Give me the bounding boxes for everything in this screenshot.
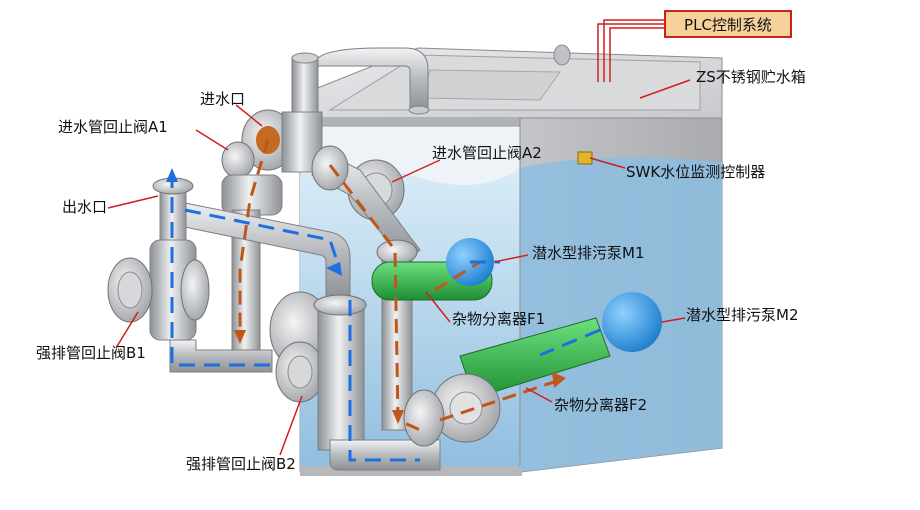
check-valve-a2 — [311, 145, 421, 431]
tank-label: ZS不锈钢贮水箱 — [696, 68, 806, 86]
level-sensor-icon — [577, 151, 593, 165]
inlet-pipe — [291, 47, 430, 119]
separator-f2-label: 杂物分离器F2 — [554, 396, 648, 414]
outlet-label: 出水口 — [62, 198, 108, 216]
check-valve-b2-label: 强排管回止阀B2 — [186, 455, 296, 473]
pump-m2-label: 潜水型排污泵M2 — [686, 306, 799, 324]
check-valve-b2 — [269, 291, 441, 471]
plc-label: PLC控制系统 — [684, 15, 772, 34]
outflow-arrowheads — [166, 168, 342, 276]
leader-lines — [107, 19, 691, 456]
pump-m1-label: 潜水型排污泵M1 — [532, 244, 645, 262]
separator-f1-label: 杂物分离器F1 — [452, 310, 546, 328]
outflow-arrows — [170, 172, 601, 462]
check-valve-a2-label: 进水管回止阀A2 — [432, 144, 542, 162]
pump-m2-icon — [602, 292, 662, 352]
inflow-arrowheads — [234, 330, 566, 424]
check-valve-a1-label: 进水管回止阀A1 — [58, 118, 168, 136]
inflow-arrows — [238, 139, 561, 432]
check-valve-b1-label: 强排管回止阀B1 — [36, 344, 146, 362]
vent-cap-icon — [553, 44, 571, 66]
check-valve-b1 — [107, 239, 273, 373]
level-controller-label: SWK水位监测控制器 — [626, 163, 766, 181]
inlet-label: 进水口 — [200, 90, 246, 108]
plc-control-box: PLC控制系统 — [664, 10, 792, 38]
outlet-manifold — [152, 177, 351, 301]
separator-f2 — [403, 317, 611, 447]
